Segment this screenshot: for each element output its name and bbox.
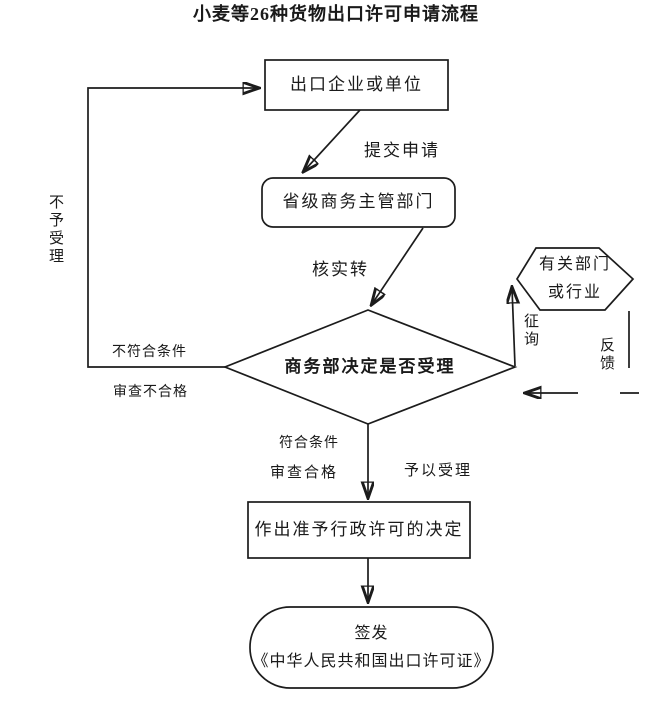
label-verify-transfer: 核实转 [312,260,369,279]
node-provincial-dept: 省级商务主管部门 [262,178,455,227]
arrow-verify-transfer [372,227,424,304]
issue-license-shape [249,606,494,689]
arrow-inquiry-up [512,288,515,367]
flowchart-title: 小麦等26种货物出口许可申请流程 [193,4,479,24]
export-enterprise-box [264,59,449,111]
node-issue-license: 签发 《中华人民共和国出口许可证》 [250,607,493,688]
label-submit-application: 提交申请 [364,141,440,160]
node-related-depts-line2: 或行业 [547,284,602,301]
node-related-depts: 有关部门 或行业 [517,246,633,312]
arrow-reject-loop [87,88,258,368]
arrow-submit-application [304,109,361,171]
node-related-depts-line1: 有关部门 [538,256,611,273]
label-review-failed: 审查不合格 [113,385,188,400]
node-grant-decision: 作出准予行政许可的决定 [248,502,470,558]
label-feedback: 反馈 [598,337,614,373]
node-export-enterprise: 出口企业或单位 [265,60,448,110]
grant-decision-box [247,501,471,559]
node-mofcom-decision: 商务部决定是否受理 [225,310,515,424]
label-not-accepted: 不予受理 [47,194,63,266]
label-review-passed: 审查合格 [270,465,339,481]
node-provincial-dept-label: 省级商务主管部门 [282,192,435,212]
related-depts-hexagon [515,247,635,311]
node-issue-license-line1: 签发 [354,625,389,643]
provincial-dept-box [261,177,456,228]
node-grant-decision-label: 作出准予行政许可的决定 [254,519,464,539]
node-export-enterprise-label: 出口企业或单位 [290,74,423,94]
label-inquiry: 征询 [522,313,538,349]
label-not-meet-conditions: 不符合条件 [112,345,187,360]
label-accept: 予以受理 [404,463,473,479]
label-meet-conditions: 符合条件 [279,436,339,451]
node-issue-license-line2: 《中华人民共和国出口许可证》 [252,652,491,670]
node-mofcom-decision-label: 商务部决定是否受理 [284,356,456,376]
